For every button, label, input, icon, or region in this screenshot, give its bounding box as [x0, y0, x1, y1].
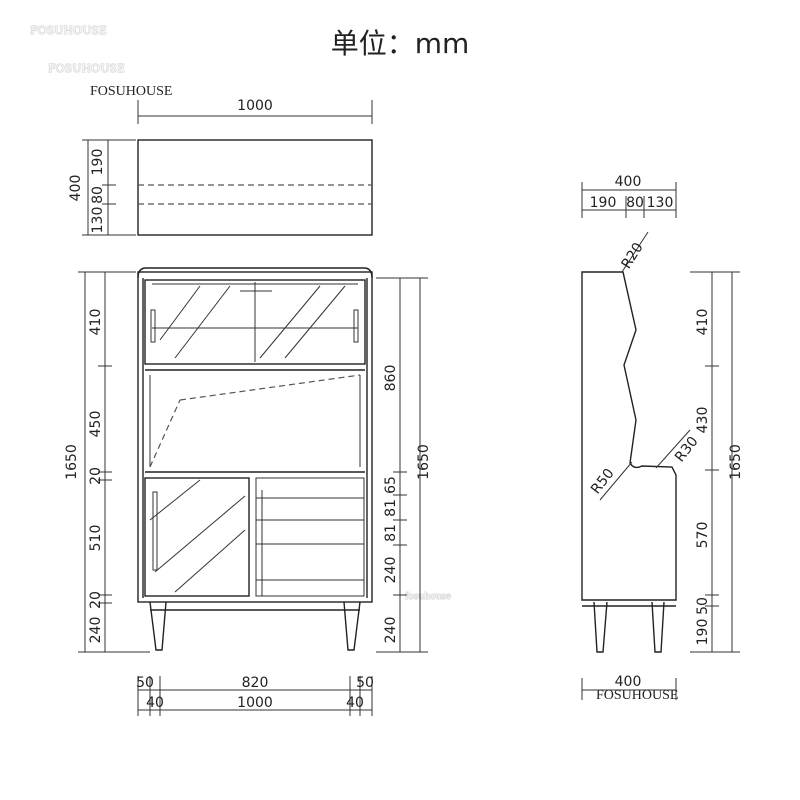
front-bottom-40-left: 40: [146, 695, 164, 711]
lower-drawer-stack: [255, 477, 365, 597]
side-height-1650: 1650: [728, 444, 744, 480]
front-bottom-50-right: 50: [356, 675, 374, 691]
side-seg-430: 430: [695, 407, 711, 434]
front-right-seg-240a: 240: [383, 557, 399, 584]
side-bottom-depth: 400: [615, 674, 642, 690]
upper-glass-door: [144, 279, 366, 365]
watermark-middle: fosuhouse: [405, 592, 452, 602]
radius-r20: R20: [619, 240, 647, 272]
watermark-second: FOSUHOUSE: [48, 62, 125, 75]
front-right-seg-240b: 240: [383, 617, 399, 644]
front-view: 1650 410 450 20 510 20 240 860 1650 65 8…: [64, 267, 432, 716]
top-seg-190: 190: [90, 149, 106, 176]
top-view: 1000 400 190 80 130: [68, 98, 373, 236]
radius-r30: R30: [672, 434, 702, 466]
front-left-seg-20b: 20: [88, 591, 104, 609]
top-view-outline: [137, 139, 373, 236]
side-top-seg-130: 130: [647, 195, 674, 211]
radius-r50: R50: [588, 466, 618, 498]
brand-label-bottom: FOSUHOUSE: [596, 688, 679, 703]
side-profile-outline: [581, 271, 677, 601]
side-seg-410: 410: [695, 309, 711, 336]
front-left-seg-20a: 20: [88, 467, 104, 485]
side-seg-190: 190: [695, 619, 711, 646]
top-seg-80: 80: [90, 186, 106, 204]
front-left-seg-450: 450: [88, 411, 104, 438]
top-width-label: 1000: [237, 98, 273, 114]
front-right-height: 1650: [416, 444, 432, 480]
unit-title: 单位：mm: [330, 27, 470, 60]
lower-glass-door: [144, 477, 250, 597]
top-depth-label: 400: [68, 175, 84, 202]
side-top-seg-190: 190: [590, 195, 617, 211]
front-right-seg-65: 65: [383, 476, 399, 494]
front-bottom-820: 820: [242, 675, 269, 691]
front-right-seg-860: 860: [383, 365, 399, 392]
front-right-seg-81b: 81: [383, 524, 399, 542]
front-left-seg-510: 510: [88, 525, 104, 552]
front-cabinet-outline: [137, 271, 373, 603]
brand-label-top: FOSUHOUSE: [90, 84, 173, 99]
side-view: 400 190 80 130 R20 R30 R50 410 430 570 5…: [581, 174, 744, 700]
side-top-depth: 400: [615, 174, 642, 190]
front-bottom-50-left: 50: [136, 675, 154, 691]
side-seg-50: 50: [695, 597, 711, 615]
front-left-seg-410: 410: [88, 309, 104, 336]
watermark-top: FOSUHOUSE: [30, 24, 107, 37]
side-top-seg-80: 80: [626, 195, 644, 211]
front-bottom-40-right: 40: [346, 695, 364, 711]
front-right-seg-81a: 81: [383, 499, 399, 517]
top-seg-130: 130: [90, 207, 106, 234]
front-bottom-1000: 1000: [237, 695, 273, 711]
front-left-seg-240: 240: [88, 617, 104, 644]
side-seg-570: 570: [695, 522, 711, 549]
front-left-height: 1650: [64, 444, 80, 480]
